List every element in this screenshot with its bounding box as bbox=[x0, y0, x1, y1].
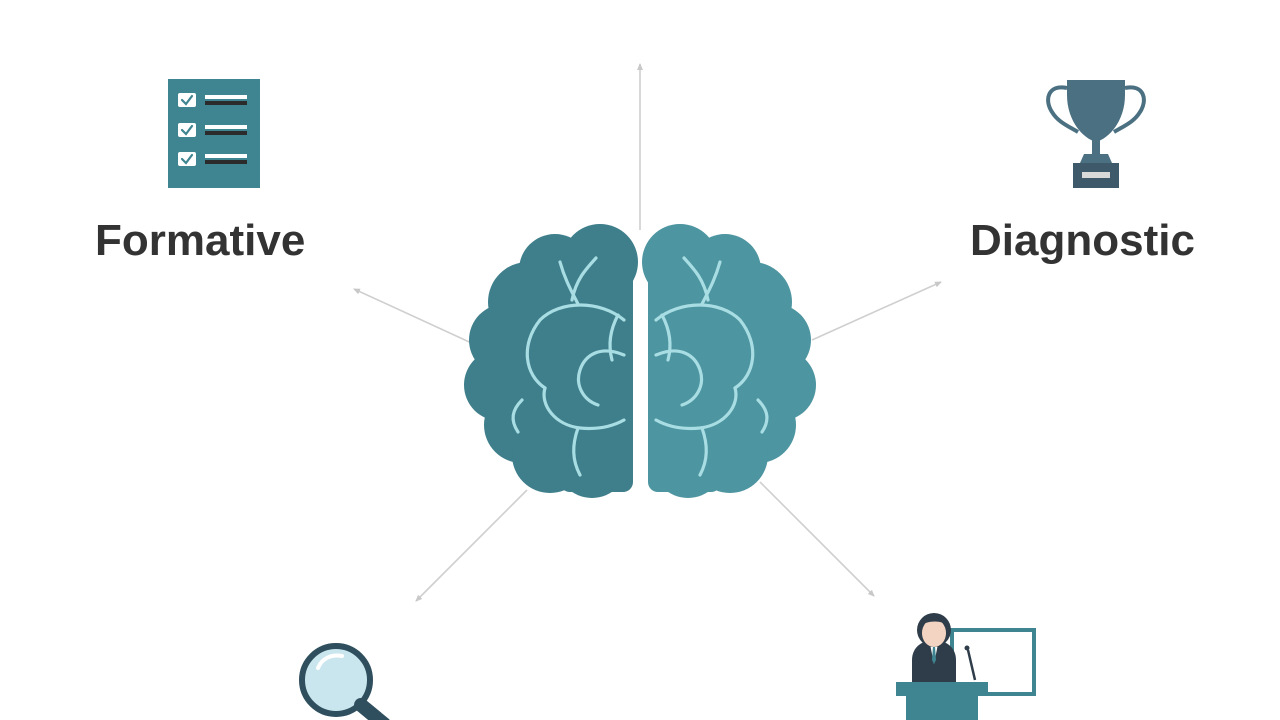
arrow-upper-left bbox=[353, 288, 479, 347]
presenter-icon bbox=[896, 613, 1036, 720]
brain-icon bbox=[464, 224, 816, 498]
arrow-lower-left bbox=[415, 489, 528, 602]
brain-folds bbox=[511, 256, 769, 477]
trophy-icon bbox=[1046, 80, 1146, 188]
brain-right-hemisphere bbox=[642, 224, 816, 498]
checklist-icon bbox=[168, 79, 260, 188]
magnifying-glass-icon bbox=[299, 643, 390, 720]
arrow-lower-right bbox=[759, 481, 875, 597]
diagnostic-label: Diagnostic bbox=[970, 216, 1195, 265]
arrow-upper-right bbox=[811, 281, 942, 341]
arrows bbox=[353, 63, 942, 602]
formative-label: Formative bbox=[95, 216, 306, 265]
brain-left-hemisphere bbox=[464, 224, 638, 498]
